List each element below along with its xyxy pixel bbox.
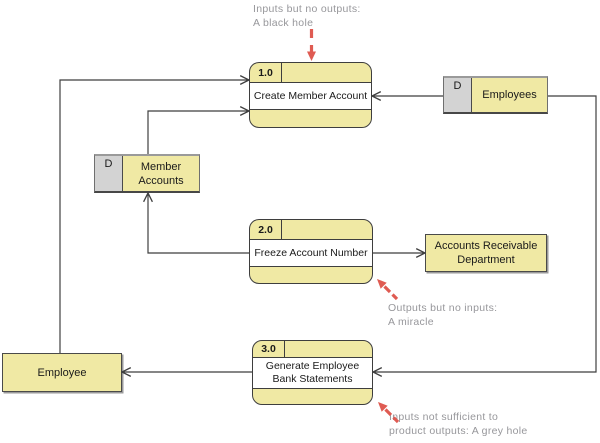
data-store-employees: D Employees — [443, 76, 548, 114]
process-freeze-account-number: 2.0 Freeze Account Number — [249, 219, 373, 284]
flow-member-accounts-to-create-member-account — [147, 111, 249, 154]
process-footer-band — [250, 110, 371, 127]
process-footer-band — [250, 267, 372, 283]
flow-freeze-account-number-to-member-accounts — [148, 193, 249, 254]
data-store-name-label: Member Accounts — [138, 160, 184, 187]
data-store-tag: D — [444, 78, 472, 112]
process-name-label: Freeze Account Number — [250, 240, 372, 267]
callout-arrow-miracle — [377, 279, 399, 301]
annotation-black-hole: Inputs but no outputs: A black hole — [253, 3, 361, 29]
process-name-label: Generate Employee Bank Statements — [253, 358, 372, 389]
entity-name-label: Employee — [37, 366, 87, 379]
data-store-tag: D — [95, 156, 123, 191]
flow-employee-to-create-member-account — [59, 80, 249, 353]
process-footer-band — [253, 389, 372, 404]
process-number: 1.0 — [250, 63, 282, 82]
data-store-name-label: Employees — [482, 89, 537, 101]
process-name-label: Create Member Account — [250, 83, 371, 110]
entity-name-label: Accounts Receivable Department — [434, 240, 538, 266]
process-header: 1.0 — [250, 63, 371, 83]
annotation-miracle: Outputs but no inputs: A miracle — [388, 302, 498, 328]
process-header: 3.0 — [253, 341, 372, 358]
process-create-member-account: 1.0 Create Member Account — [249, 62, 372, 128]
callout-arrow-black-hole — [307, 29, 316, 61]
data-store-member-accounts: D Member Accounts — [94, 154, 200, 193]
entity-accounts-receivable-department: Accounts Receivable Department — [425, 234, 547, 272]
entity-employee: Employee — [2, 353, 122, 392]
process-number: 2.0 — [250, 220, 282, 239]
process-header: 2.0 — [250, 220, 372, 240]
process-generate-employee-bank-statements: 3.0 Generate Employee Bank Statements — [252, 340, 373, 405]
process-number: 3.0 — [253, 341, 285, 357]
annotation-grey-hole: Inputs not sufficient to product outputs… — [389, 411, 528, 437]
